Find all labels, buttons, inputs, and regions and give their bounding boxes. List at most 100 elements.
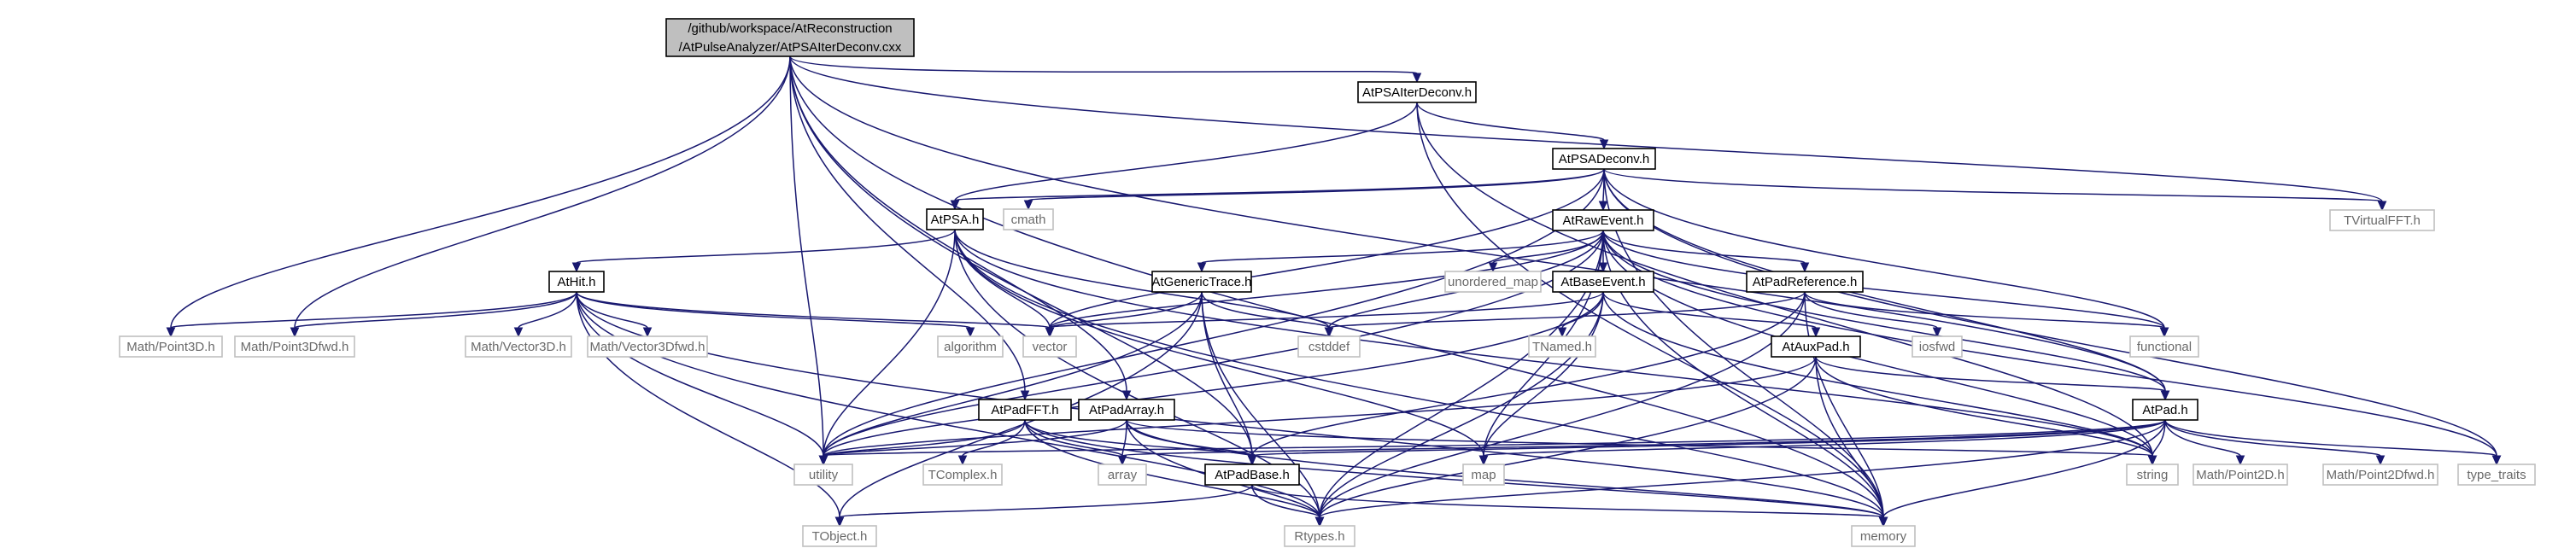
edge-pad_h-to-rtypes xyxy=(1314,419,2166,528)
edge-auxPad_h-to-pad_h xyxy=(1815,356,2170,401)
node-atpsadeconv-h[interactable]: AtPSADeconv.h xyxy=(1552,148,1656,170)
node-tcomplex-h: TComplex.h xyxy=(922,464,1003,486)
node-atpsa-h[interactable]: AtPSA.h xyxy=(926,208,984,230)
edge-baseEvent_h-to-vector xyxy=(1045,291,1604,338)
node-map: map xyxy=(1462,464,1505,486)
node-math-vector3dfwd-h: Math/Vector3Dfwd.h xyxy=(587,335,708,358)
node-label: AtGenericTrace.h xyxy=(1152,275,1252,289)
node-athit-h[interactable]: AtHit.h xyxy=(548,271,605,293)
node-label: array xyxy=(1108,468,1138,482)
edge-root-to-point3d xyxy=(166,55,791,338)
node-atpadreference-h[interactable]: AtPadReference.h xyxy=(1746,271,1864,293)
node-memory: memory xyxy=(1851,525,1916,547)
node-label: map xyxy=(1471,468,1496,482)
edge-psa_h-to-utility xyxy=(818,229,956,466)
node-layer: /github/workspace/AtReconstruction/AtPul… xyxy=(119,18,2536,547)
edge-hit_h-to-point3d xyxy=(166,291,577,338)
edge-hit_h-to-vector3dfwd xyxy=(576,291,653,338)
edge-padReference_h-to-functional xyxy=(1804,291,2169,338)
node-label: AtAuxPad.h xyxy=(1782,340,1849,354)
node-label: Math/Point3D.h xyxy=(126,340,214,354)
edge-root-to-utility xyxy=(789,55,828,466)
edge-psa_h-to-hit_h xyxy=(571,229,956,273)
node-cstddef: cstddef xyxy=(1297,335,1361,358)
node-string: string xyxy=(2126,464,2179,486)
node-label: string xyxy=(2137,468,2169,482)
node-atgenerictrace-h[interactable]: AtGenericTrace.h xyxy=(1151,271,1252,293)
node-label: AtPad.h xyxy=(2142,403,2187,417)
node-unordered-map: unordered_map xyxy=(1444,271,1542,293)
node-atpsaiterdeconv-h[interactable]: AtPSAIterDeconv.h xyxy=(1357,81,1477,103)
node-label: Math/Vector3D.h xyxy=(471,340,566,354)
edge-rawevent_h-to-padReference_h xyxy=(1602,230,1810,273)
node-atbaseevent-h[interactable]: AtBaseEvent.h xyxy=(1552,271,1654,293)
edge-padFFT_h-to-memory xyxy=(1024,419,1888,528)
node-label: Math/Point3Dfwd.h xyxy=(241,340,349,354)
node-algorithm: algorithm xyxy=(937,335,1004,358)
node-atpadbase-h[interactable]: AtPadBase.h xyxy=(1204,464,1300,486)
node-label: AtPadFFT.h xyxy=(991,403,1058,417)
edge-deconv_h-to-tvirtualfft xyxy=(1603,168,2387,212)
node-label: utility xyxy=(809,468,839,482)
edge-padBase_h-to-tobject xyxy=(834,484,1253,528)
node-label: TNamed.h xyxy=(1532,340,1592,354)
node-functional: functional xyxy=(2129,335,2199,358)
node-utility: utility xyxy=(793,464,853,486)
node-atrawevent-h[interactable]: AtRawEvent.h xyxy=(1552,209,1654,231)
edge-padBase_h-to-rtypes xyxy=(1251,484,1325,528)
node-atpad-h[interactable]: AtPad.h xyxy=(2132,399,2198,421)
node-math-point3d-h: Math/Point3D.h xyxy=(119,335,223,358)
node-label: AtPadBase.h xyxy=(1215,468,1290,482)
node-math-point2d-h: Math/Point2D.h xyxy=(2193,464,2288,486)
edge-pad_h-to-array xyxy=(1117,419,2166,466)
edge-pad_h-to-type_traits xyxy=(2164,419,2502,466)
edge-auxPad_h-to-utility xyxy=(818,356,1817,466)
node-label: vector xyxy=(1033,340,1068,354)
edge-padReference_h-to-cstddef xyxy=(1324,291,1806,338)
node-atpadarray-h[interactable]: AtPadArray.h xyxy=(1078,399,1175,421)
edge-hit_h-to-algorithm xyxy=(576,291,975,338)
node-label: iosfwd xyxy=(1919,340,1956,354)
node-label: AtPSADeconv.h xyxy=(1559,152,1649,166)
node-label: unordered_map xyxy=(1448,275,1538,289)
node-label: Rtypes.h xyxy=(1294,529,1344,544)
node-atpadfft-h[interactable]: AtPadFFT.h xyxy=(978,399,1072,421)
edge-pad_h-to-point2d xyxy=(2164,419,2245,466)
node-iosfwd: iosfwd xyxy=(1912,335,1963,358)
edge-hit_h-to-vector3d xyxy=(513,291,577,338)
node-rtypes-h: Rtypes.h xyxy=(1284,525,1355,547)
node-label: Math/Point2D.h xyxy=(2196,468,2284,482)
node-label: functional xyxy=(2137,340,2192,354)
edge-psa_h-to-vector xyxy=(954,229,1055,338)
node-label: Math/Point2Dfwd.h xyxy=(2327,468,2435,482)
node-label: AtRawEvent.h xyxy=(1562,213,1643,228)
edge-root-to-point3dfwd xyxy=(290,55,791,338)
edge-pad_h-to-point2dfwd xyxy=(2164,419,2386,466)
edge-pad_h-to-map xyxy=(1478,419,2166,466)
edge-deconv_h-to-cmath xyxy=(1023,168,1605,211)
node-tnamed-h: TNamed.h xyxy=(1528,335,1596,358)
node-label: AtPadReference.h xyxy=(1753,275,1858,289)
node-cmath: cmath xyxy=(1003,208,1054,230)
edge-iterdeconv_h-to-deconv_h xyxy=(1416,102,1609,150)
node-label: TComplex.h xyxy=(928,468,998,482)
node-atauxpad-h[interactable]: AtAuxPad.h xyxy=(1771,335,1861,358)
node-array: array xyxy=(1098,464,1147,486)
edge-pad_h-to-utility xyxy=(818,419,2166,466)
node-label: TObject.h xyxy=(812,529,868,544)
edge-pad_h-to-string xyxy=(2147,419,2166,466)
node-github-workspace-atreconstruction-atpulseanalyzer-atpsaiterdeconv-cxx[interactable]: /github/workspace/AtReconstruction/AtPul… xyxy=(665,18,915,57)
node-vector: vector xyxy=(1022,335,1077,358)
node-math-vector3d-h: Math/Vector3D.h xyxy=(465,335,572,358)
edge-root-to-iterdeconv_h xyxy=(789,55,1422,84)
edge-deconv_h-to-psa_h xyxy=(950,168,1605,211)
node-math-point3dfwd-h: Math/Point3Dfwd.h xyxy=(234,335,355,358)
edge-padFFT_h-to-tcomplex xyxy=(957,419,1026,466)
node-label: memory xyxy=(1860,529,1907,544)
node-label: AtPadArray.h xyxy=(1089,403,1164,417)
node-label: TVirtualFFT.h xyxy=(2344,213,2421,228)
edge-padReference_h-to-iosfwd xyxy=(1804,291,1942,338)
node-type-traits: type_traits xyxy=(2457,464,2536,486)
edge-baseEvent_h-to-auxPad_h xyxy=(1602,291,1821,338)
